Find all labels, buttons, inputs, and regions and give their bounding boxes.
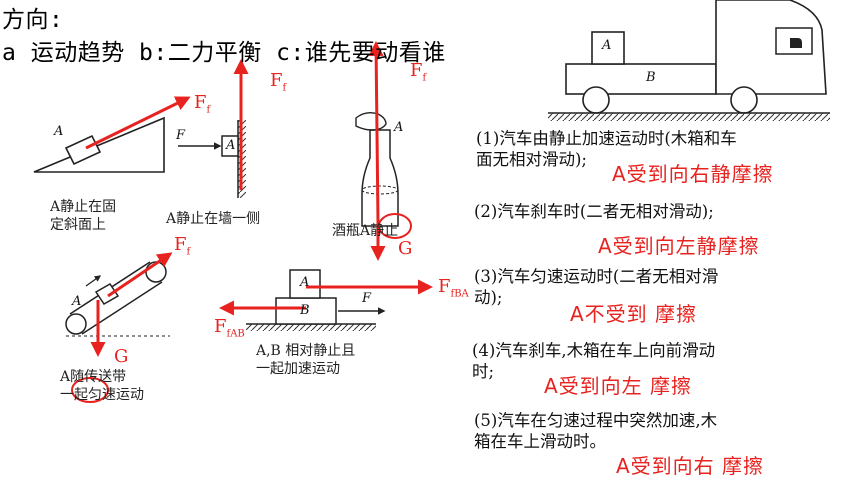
bottle-label: A [394,120,404,135]
truck-wheel-front [730,86,758,114]
conveyor-friction-label: Ff [174,234,191,258]
hand [355,111,387,131]
truck-ground [548,113,830,121]
stack-diagram [219,269,433,331]
conveyor-caption: A随传送带一起匀速运动 [60,369,144,403]
truck-box-a [591,31,625,65]
truck-body-label: B [646,70,656,85]
incline-diagram [33,96,191,173]
incline-friction-label: Ff [194,92,211,116]
stack-top-block [289,269,321,299]
incline-friction-arrow [85,96,191,150]
truck-cab [715,0,827,95]
conveyor-gravity-label: G [114,346,129,367]
bottle-gravity-label: G [398,238,413,259]
stack-force-label: F [362,291,372,306]
header-direction-title: 方向: [2,7,64,33]
header-direction-rules: a 运动趋势 b:二力平衡 c:谁先要动看谁 [2,40,446,66]
stack-bottom-block-label: B [300,303,310,318]
answer-2: A受到向左静摩擦 [598,234,760,258]
conveyor-motion-arrow [85,275,102,287]
stack-bottom-block [275,297,337,325]
wall-diagram [178,59,249,198]
bottle-caption: 酒瓶A静止 [332,223,399,239]
bottle-friction-arrow [368,41,384,223]
bottle-center-mark [378,213,412,239]
stack-bottom-friction-label: FfAB [214,316,245,340]
truck-wheel-rear [582,86,610,114]
question-3: (3)汽车匀速运动时(二者无相对滑动); [474,267,719,307]
answer-1: A受到向右静摩擦 [612,162,774,186]
wall-caption: A静止在墙一侧 [166,211,261,227]
question-1: (1)汽车由静止加速运动时(木箱和车面无相对滑动); [476,129,737,169]
conveyor-word-mark [71,377,109,403]
truck-driver-icon [790,38,802,48]
incline-caption: A静止在固定斜面上 [50,199,117,233]
bottle-outline [361,129,399,227]
question-2: (2)汽车刹车时(二者无相对滑动); [474,202,714,221]
conveyor-diagram [65,252,173,403]
conveyor-belt-bottom [81,281,163,335]
conveyor-friction-arrow [107,252,173,298]
conveyor-roller-low [65,313,87,335]
stack-caption: A,B 相对静止且一起加速运动 [256,343,356,377]
incline-ramp [33,116,165,173]
wall-block [221,135,239,157]
incline-block-label: A [54,124,64,139]
answer-4: A受到向左 摩擦 [544,374,693,398]
bottle-diagram [355,41,412,261]
wall-force-label: F [176,128,186,143]
wall-block-label: A [226,138,236,153]
stack-top-block-label: A [300,275,310,290]
conveyor-block [94,283,120,305]
bottle-friction-label: Ff [410,60,427,84]
stack-ground [246,324,376,331]
stack-top-friction-label: FfBA [438,276,469,300]
answer-3: A不受到 摩擦 [570,302,698,326]
answer-5: A受到向右 摩擦 [616,454,765,478]
wall-friction-label: Ff [270,70,287,94]
question-5: (5)汽车在匀速过程中突然加速,木箱在车上滑动时。 [474,411,718,451]
question-4: (4)汽车刹车,木箱在车上向前滑动时; [472,341,716,381]
truck-box-label: A [602,38,612,53]
truck-diagram [548,0,830,121]
conveyor-block-label: A [72,294,82,309]
incline-block [64,134,102,166]
